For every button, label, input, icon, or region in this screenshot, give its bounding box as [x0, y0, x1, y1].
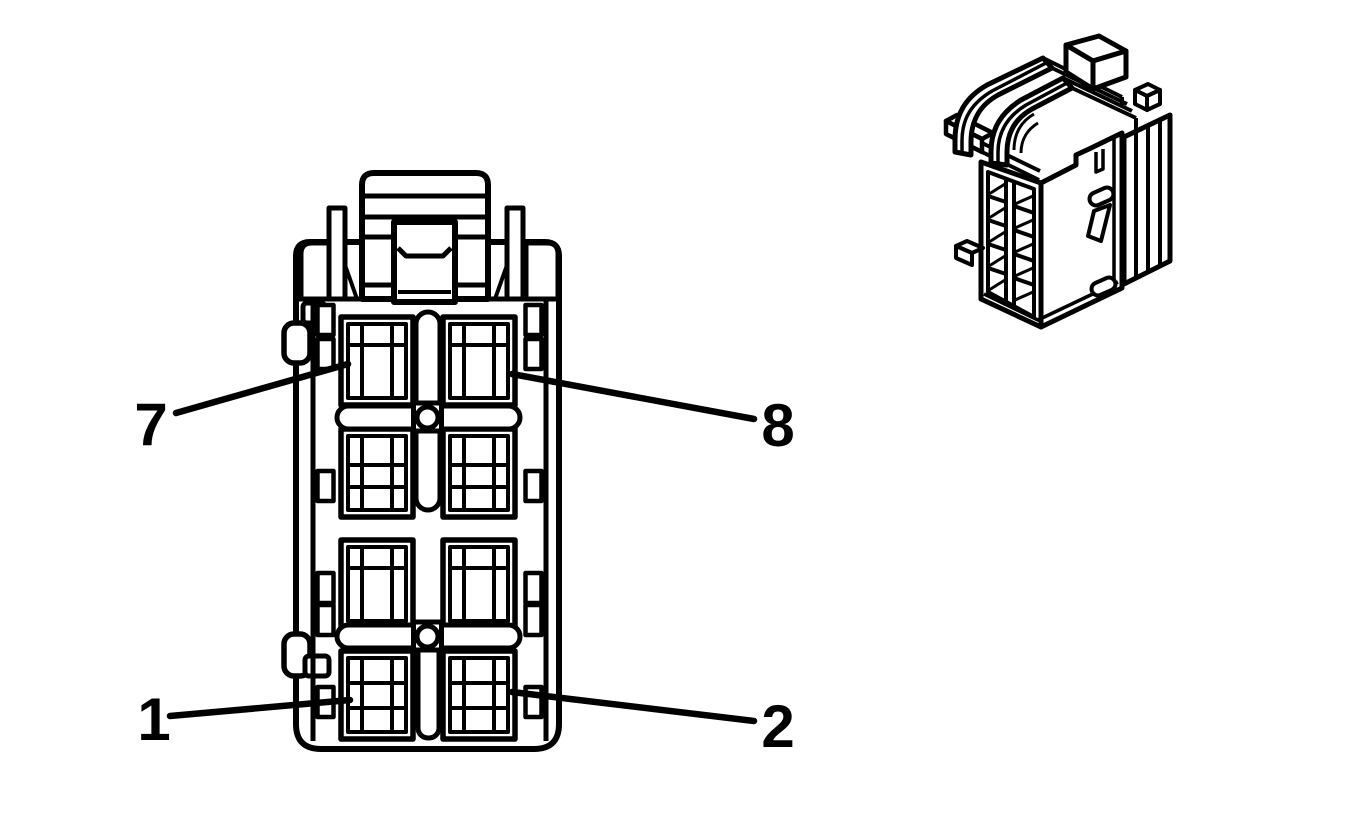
center-rib-lower: [415, 635, 442, 741]
terminal-cavity: [338, 314, 416, 408]
iso-latch: [943, 33, 1138, 182]
terminal-cavity: [440, 426, 518, 520]
keying-notch: [396, 246, 453, 259]
iso-latch-block: [1063, 33, 1129, 92]
iso-bottom-edge: [983, 280, 1119, 322]
terminal-cavity: [338, 648, 416, 742]
shoulder-left: [298, 240, 332, 302]
ear-gusset-left: [343, 264, 359, 300]
pin-label-1: 1: [137, 686, 170, 753]
lock-pin-upper: [414, 404, 441, 431]
terminal-cavity-grid: [338, 314, 518, 742]
side-notch-upper: [281, 320, 313, 366]
iso-wire-clip-lower: [1089, 275, 1118, 298]
pin-label-8: 8: [761, 392, 794, 459]
shoulder-right: [523, 240, 561, 302]
side-lug-lower: [302, 653, 332, 679]
iso-rail-tab: [1133, 82, 1162, 112]
iso-inner-arch-1: [1012, 112, 1035, 151]
iso-strap-rear-surface: [960, 61, 1047, 153]
leader-line-7: [172, 360, 352, 417]
terminal-cavity: [440, 537, 518, 631]
ear-gusset-right: [493, 264, 509, 300]
terminal-cavity: [338, 426, 416, 520]
terminal-cavity: [440, 648, 518, 742]
iso-cavity-grid: [986, 170, 1036, 319]
leader-line-1: [166, 696, 354, 720]
pin-label-7: 7: [134, 391, 167, 458]
terminal-cavity: [440, 314, 518, 408]
latch-ear-right: [504, 205, 526, 302]
iso-terminal-slashes: [988, 182, 1034, 302]
leader-line-8: [508, 370, 758, 423]
iso-wire-clip-arm: [1086, 203, 1112, 243]
iso-index-tab: [954, 239, 985, 267]
iso-wire-clip-upper: [1087, 185, 1116, 208]
callouts: 7 8 1 2: [134, 360, 795, 760]
latch-ear-left: [326, 205, 348, 302]
keying-slot: [391, 219, 458, 305]
iso-strap-front-surface: [996, 81, 1068, 165]
leader-line-2: [508, 688, 758, 725]
iso-inner-arch-2: [1019, 121, 1039, 154]
wall-lock-ribs: [315, 302, 544, 720]
lock-pin-lower: [414, 623, 441, 650]
iso-face-slot: [1094, 149, 1105, 174]
pin-label-2: 2: [761, 693, 794, 760]
front-view: [281, 170, 562, 752]
terminal-cavity: [338, 537, 416, 631]
isometric-view: [943, 33, 1173, 330]
